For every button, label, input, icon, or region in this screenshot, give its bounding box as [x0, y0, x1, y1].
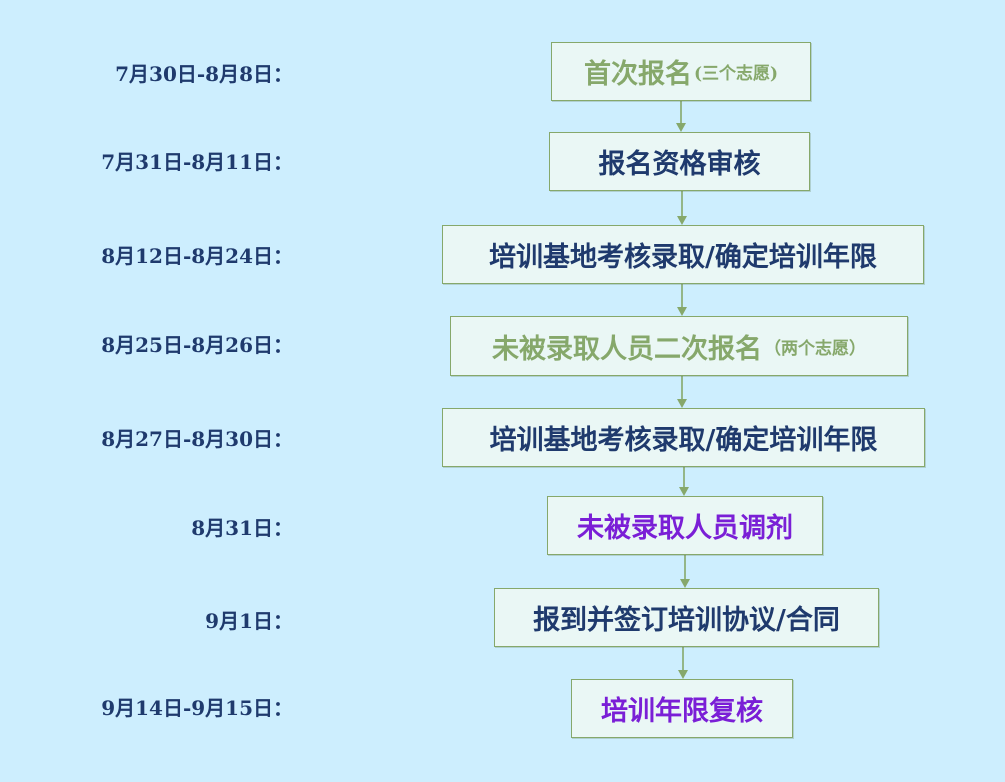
arrow-head-4: [677, 399, 687, 408]
step-4-note: （两个志愿）: [764, 338, 866, 359]
step-3-label: 培训基地考核录取/确定培训年限: [489, 242, 877, 273]
step-4-label: 未被录取人员二次报名: [492, 333, 762, 365]
step-7-date: 9月1日：: [205, 609, 293, 633]
arrow-head-1: [676, 123, 686, 132]
step-2-date: 7月31日-8月11日：: [101, 150, 293, 174]
step-5-box: 培训基地考核录取/确定培训年限: [442, 408, 925, 467]
step-3-box: 培训基地考核录取/确定培训年限: [442, 225, 924, 284]
arrow-head-3: [677, 307, 687, 316]
step-7-label: 报到并签订培训协议/合同: [533, 605, 840, 636]
arrow-head-7: [678, 670, 688, 679]
step-6-box: 未被录取人员调剂: [547, 496, 823, 555]
step-2-box: 报名资格审核: [549, 132, 810, 191]
step-1-box: 首次报名(三个志愿): [551, 42, 811, 101]
step-8-label: 培训年限复核: [601, 696, 763, 727]
step-3-date: 8月12日-8月24日：: [101, 244, 293, 268]
step-1-label: 首次报名: [583, 59, 692, 90]
step-5-label: 培训基地考核录取/确定培训年限: [489, 425, 878, 456]
arrow-head-6: [680, 579, 690, 588]
step-2-label: 报名资格审核: [598, 149, 761, 180]
step-4-box: 未被录取人员二次报名（两个志愿）: [450, 316, 908, 376]
step-1-note: (三个志愿): [693, 64, 779, 84]
step-6-label: 未被录取人员调剂: [577, 513, 793, 544]
step-5-date: 8月27日-8月30日：: [101, 427, 293, 451]
step-7-box: 报到并签订培训协议/合同: [494, 588, 879, 647]
step-1-date: 7月30日-8月8日：: [115, 62, 293, 86]
step-6-date: 8月31日：: [191, 516, 293, 540]
arrow-head-5: [679, 487, 689, 496]
step-8-date: 9月14日-9月15日：: [101, 696, 293, 720]
arrow-head-2: [677, 216, 687, 225]
step-8-box: 培训年限复核: [571, 679, 793, 738]
step-4-date: 8月25日-8月26日：: [101, 333, 293, 357]
